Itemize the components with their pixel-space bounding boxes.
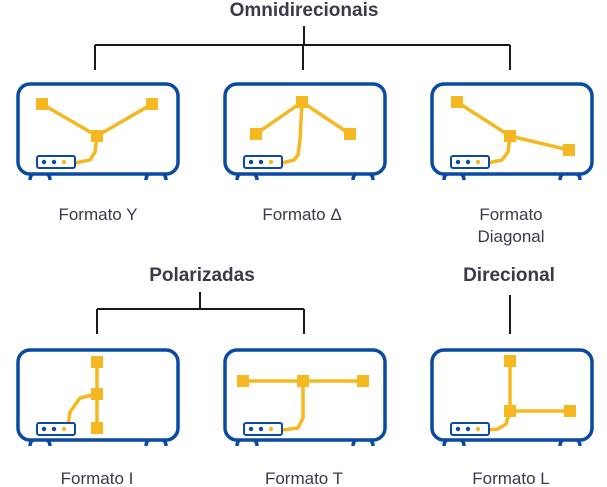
cable-1	[300, 100, 352, 136]
antenna-panel-y	[16, 82, 180, 181]
panel-frame	[223, 82, 387, 176]
connector-port	[465, 426, 471, 432]
caption-formato-y: Formato Y	[58, 205, 137, 224]
panel-frame	[430, 348, 594, 442]
element-node	[91, 130, 103, 142]
element-node	[504, 355, 516, 367]
cable-2	[73, 134, 99, 165]
element-node	[146, 98, 158, 110]
connector-port	[61, 159, 67, 165]
bracket-polar	[96, 292, 305, 334]
antenna-panel-l	[430, 348, 594, 447]
element-node	[504, 405, 516, 417]
antenna-panel-i	[16, 348, 180, 447]
antenna-panel-delta	[223, 82, 387, 181]
element-node	[36, 98, 48, 110]
element-node	[451, 96, 463, 108]
group-omni-title: Omnidirecionais	[230, 0, 379, 21]
element-node	[91, 356, 103, 368]
cable-1	[95, 102, 154, 138]
element-node	[91, 422, 103, 434]
connector-port	[475, 426, 481, 432]
caption-formato-i: Formato I	[61, 469, 134, 487]
group-polar-title: Polarizadas	[149, 265, 255, 286]
connector-port	[455, 159, 461, 165]
element-node	[296, 96, 308, 108]
cable-0	[40, 102, 99, 138]
element-node	[564, 405, 576, 417]
connector-port	[258, 159, 264, 165]
element-node	[91, 388, 103, 400]
connector-port	[61, 426, 67, 432]
element-node	[563, 144, 575, 156]
group-direc-title: Direcional	[463, 265, 555, 286]
cable-1	[66, 392, 99, 428]
panel-frame	[223, 348, 387, 442]
connector-port	[258, 426, 264, 432]
element-node	[237, 375, 249, 387]
connector-port	[465, 159, 471, 165]
cable-1	[280, 379, 305, 432]
panel-frame	[430, 82, 594, 176]
connector-port	[248, 426, 254, 432]
bracket-omni	[94, 26, 511, 70]
cable-1	[484, 409, 512, 432]
cable-2	[280, 100, 304, 165]
connector-port	[41, 426, 47, 432]
connector-port	[475, 159, 481, 165]
element-node	[344, 128, 356, 140]
antenna-panel-t	[223, 348, 387, 447]
antenna-panel-diag	[430, 82, 594, 181]
cable-0	[254, 100, 304, 136]
caption-formato-delta: Formato Δ	[262, 205, 341, 224]
connector-port	[41, 159, 47, 165]
caption-formato-t: Formato T	[265, 469, 343, 487]
element-node	[297, 375, 309, 387]
connector-port	[51, 159, 57, 165]
connector-port	[455, 426, 461, 432]
element-node	[504, 130, 516, 142]
connector-port	[248, 159, 254, 165]
connector-port	[51, 426, 57, 432]
element-node	[357, 375, 369, 387]
cable-1	[486, 134, 512, 165]
connector-port	[268, 426, 274, 432]
panel-frame	[16, 82, 180, 176]
connector-port	[268, 159, 274, 165]
caption-formato-l: Formato L	[472, 469, 549, 487]
element-node	[250, 128, 262, 140]
